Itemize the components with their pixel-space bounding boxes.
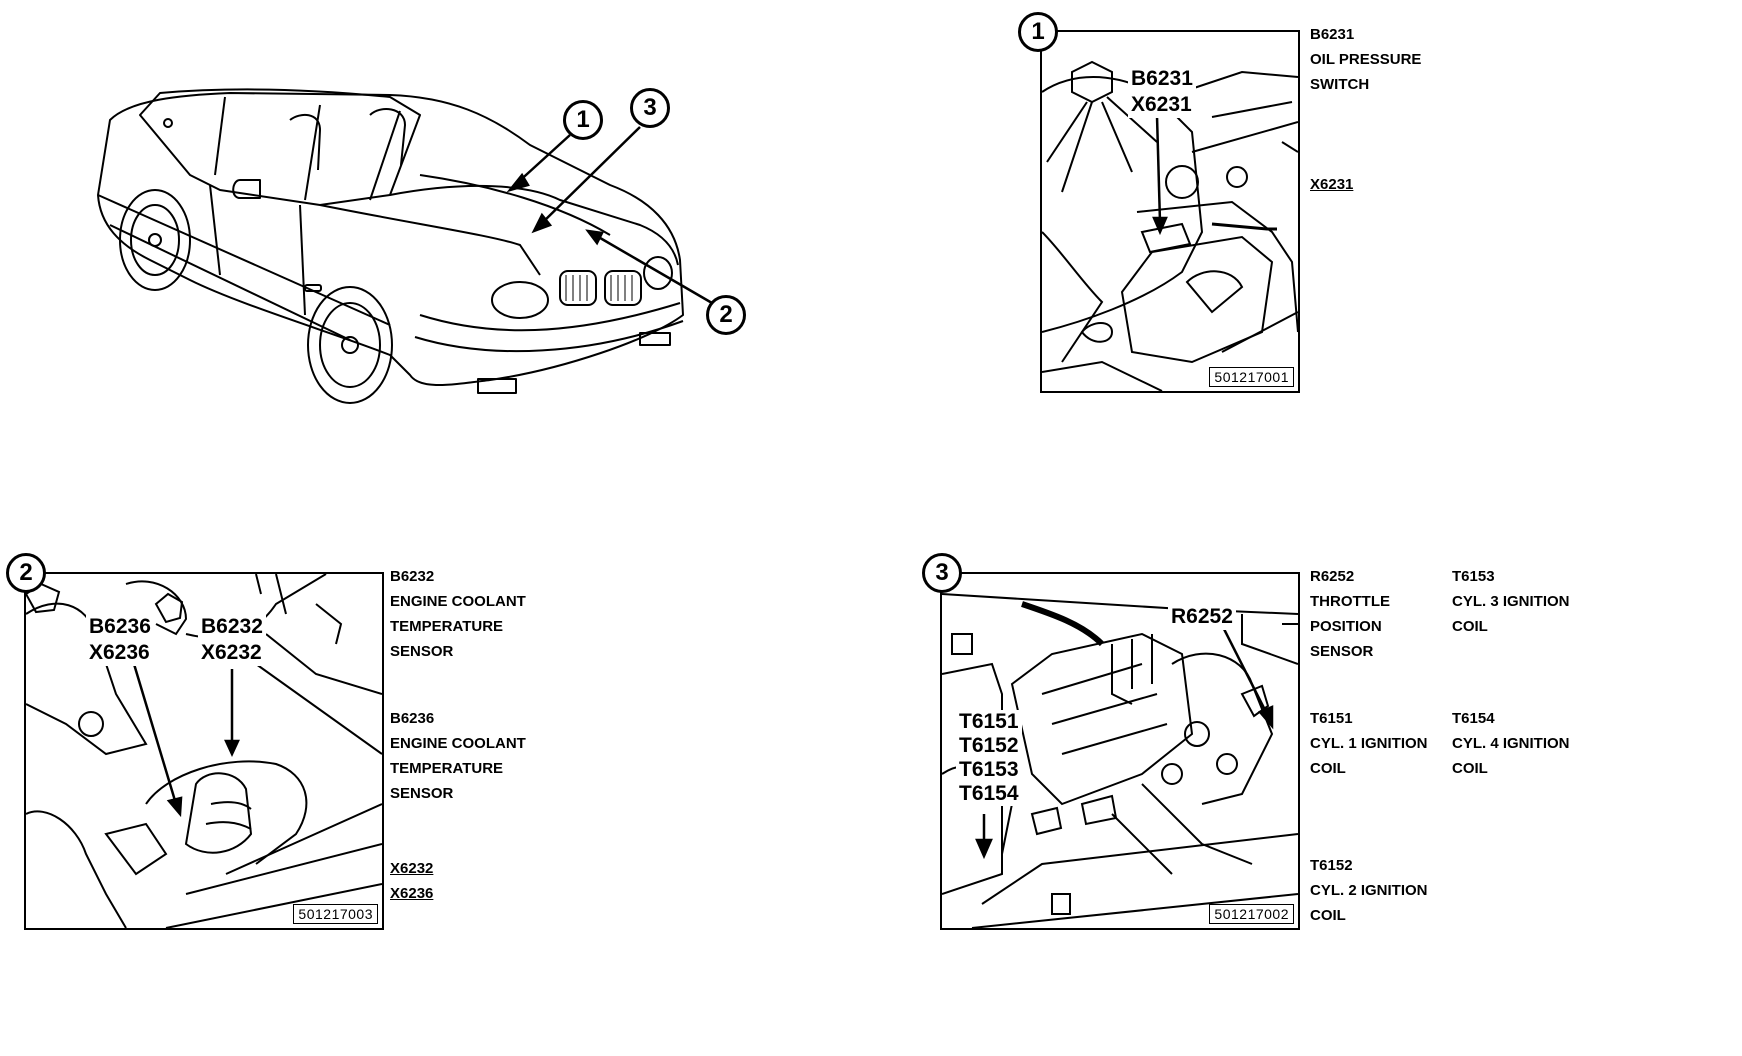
callout-line-x6231: X6231 [1131, 93, 1192, 116]
legend-id-b6231: B6231 [1310, 26, 1355, 43]
legend-desc-b6231-line1: OIL PRESSURE [1310, 51, 1422, 68]
detail-panel-2: B6236 X6236 B6232 X6232 501217003 [24, 572, 384, 930]
callout-line-b6231: B6231 [1131, 67, 1193, 90]
legend-desc-r6252-line3: SENSOR [1310, 643, 1374, 660]
figure-code-501217001: 501217001 [1209, 367, 1294, 387]
legend-desc-b6232-line3: SENSOR [390, 643, 454, 660]
oil-pressure-switch-illustration [1042, 60, 1298, 391]
legend-id-t6153: T6153 [1452, 568, 1495, 585]
legend-id-r6252: R6252 [1310, 568, 1355, 585]
legend-desc-t6154-line1: CYL. 4 IGNITION [1452, 735, 1570, 752]
panel-number-2: 2 [6, 553, 46, 593]
legend-desc-t6151-line2: COIL [1310, 760, 1346, 777]
legend-desc-t6153-line1: CYL. 3 IGNITION [1452, 593, 1570, 610]
callout-circle-2: 2 [706, 295, 746, 335]
callout-line-t6152: T6152 [959, 734, 1019, 757]
legend-desc-t6152-line2: COIL [1310, 907, 1346, 924]
callout-b6231-x6231: B6231 X6231 [1128, 66, 1196, 118]
legend-connector-x6231: X6231 [1310, 176, 1354, 193]
legend-desc-b6231-line2: SWITCH [1310, 76, 1370, 93]
callout-b6232-x6232: B6232 X6232 [198, 614, 266, 666]
callout-line-x6236: X6236 [89, 641, 150, 664]
detail-panel-3: R6252 T6151 T6152 T6153 T6154 501217002 [940, 572, 1300, 930]
callout-line-t6151: T6151 [959, 710, 1019, 733]
legend-id-b6232: B6232 [390, 568, 435, 585]
legend-panel-3-col1: R6252 THROTTLE POSITION SENSOR T6151 CYL… [1310, 564, 1428, 928]
legend-connector-x6236: X6236 [390, 885, 434, 902]
legend-desc-t6154-line2: COIL [1452, 760, 1488, 777]
throttle-and-ignition-coils-illustration [942, 593, 1298, 928]
coolant-temperature-sensors-illustration [26, 574, 382, 928]
legend-desc-b6236-line3: SENSOR [390, 785, 454, 802]
legend-desc-t6153-line2: COIL [1452, 618, 1488, 635]
legend-id-b6236: B6236 [390, 710, 435, 727]
legend-desc-b6232-line2: TEMPERATURE [390, 618, 504, 635]
callout-circle-1: 1 [563, 100, 603, 140]
legend-desc-b6236-line1: ENGINE COOLANT [390, 735, 526, 752]
callout-line-b6236: B6236 [89, 615, 151, 638]
callout-b6236-x6236: B6236 X6236 [86, 614, 154, 666]
legend-desc-t6152-line1: CYL. 2 IGNITION [1310, 882, 1428, 899]
legend-id-t6151: T6151 [1310, 710, 1353, 727]
figure-code-501217002: 501217002 [1209, 904, 1294, 924]
callout-line-b6232: B6232 [201, 615, 263, 638]
legend-connector-x6232: X6232 [390, 860, 434, 877]
legend-desc-r6252-line2: POSITION [1310, 618, 1382, 635]
callout-line-x6232: X6232 [201, 641, 262, 664]
legend-panel-2: B6232 ENGINE COOLANT TEMPERATURE SENSOR … [390, 564, 526, 906]
panel-number-1: 1 [1018, 12, 1058, 52]
callout-r6252: R6252 [1168, 604, 1236, 630]
legend-panel-3-col2: T6153 CYL. 3 IGNITION COIL T6154 CYL. 4 … [1452, 564, 1570, 781]
callout-line-t6154: T6154 [959, 782, 1019, 805]
legend-desc-b6232-line1: ENGINE COOLANT [390, 593, 526, 610]
legend-id-t6154: T6154 [1452, 710, 1495, 727]
legend-desc-b6236-line2: TEMPERATURE [390, 760, 504, 777]
figure-code-501217003: 501217003 [293, 904, 378, 924]
callout-circle-3: 3 [630, 88, 670, 128]
callout-t6151-t6154: T6151 T6152 T6153 T6154 [956, 710, 1022, 806]
detail-panel-1: B6231 X6231 501217001 [1040, 30, 1300, 393]
legend-id-t6152: T6152 [1310, 857, 1353, 874]
legend-desc-r6252-line1: THROTTLE [1310, 593, 1390, 610]
legend-panel-1: B6231 OIL PRESSURE SWITCH X6231 [1310, 22, 1421, 197]
panel-number-3: 3 [922, 553, 962, 593]
legend-desc-t6151-line1: CYL. 1 IGNITION [1310, 735, 1428, 752]
callout-line-t6153: T6153 [959, 758, 1019, 781]
car-overview-illustration [97, 88, 713, 404]
